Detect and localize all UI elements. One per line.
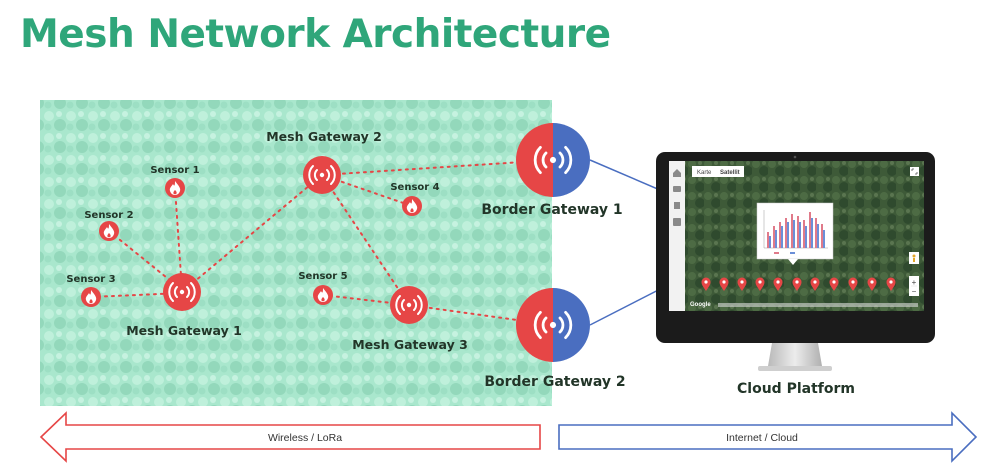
tab-map[interactable]: Karte <box>697 170 712 176</box>
fullscreen-icon <box>911 168 918 175</box>
map-type-tabs <box>692 166 744 177</box>
google-logo: Google <box>690 302 711 308</box>
forest-background <box>40 100 552 406</box>
zoom-in-icon[interactable]: + <box>912 278 917 287</box>
map-icon <box>674 202 680 209</box>
map-attribution-bar <box>718 303 918 307</box>
screen-sidebar <box>669 161 685 311</box>
border-gateway-2-label: Border Gateway 2 <box>484 374 625 390</box>
popup-chart <box>756 202 834 265</box>
link-meshgw2-meshgw3 <box>321 174 410 306</box>
link-meshgw1-meshgw2 <box>181 174 323 293</box>
sensor-1: Sensor 1 <box>150 165 200 198</box>
sensor-5-label: Sensor 5 <box>298 271 347 282</box>
link-sensor1-meshgw1 <box>174 187 183 291</box>
chat-icon <box>673 186 681 192</box>
mesh-gateway-1-label: Mesh Gateway 1 <box>126 323 242 338</box>
sensor-1-label: Sensor 1 <box>150 165 199 176</box>
mesh-gateway-3: Mesh Gateway 3 <box>352 286 468 352</box>
diagram-title: Mesh Network Architecture <box>20 12 611 57</box>
sensor-2: Sensor 2 <box>84 210 134 241</box>
mesh-gateway-2: Mesh Gateway 2 <box>266 129 382 194</box>
sensor-3: Sensor 3 <box>66 274 116 307</box>
internet-arrow-label: Internet / Cloud <box>726 432 798 444</box>
home-icon <box>673 169 681 177</box>
monitor-stand <box>768 343 822 366</box>
cloud-platform-monitor: Karte Satellit <box>656 152 935 397</box>
wireless-arrow: Wireless / LoRa <box>39 411 541 463</box>
mesh-gateway-2-label: Mesh Gateway 2 <box>266 129 382 144</box>
sensor-5: Sensor 5 <box>298 271 348 305</box>
sensor-3-label: Sensor 3 <box>66 274 115 285</box>
tab-satellite[interactable]: Satellit <box>720 170 740 176</box>
zoom-out-icon[interactable]: − <box>912 287 917 296</box>
image-icon <box>673 218 681 226</box>
sensor-2-label: Sensor 2 <box>84 210 133 221</box>
monitor-base <box>758 366 832 371</box>
mesh-gateway-3-label: Mesh Gateway 3 <box>352 337 468 352</box>
link-sensor3-meshgw1 <box>90 292 183 298</box>
pegman-icon <box>912 254 916 258</box>
sensor-4: Sensor 4 <box>390 182 440 216</box>
mesh-gateway-1: Mesh Gateway 1 <box>126 273 242 338</box>
camera-dot <box>793 155 797 159</box>
screen-sidebar-icons <box>673 169 681 226</box>
sensor-4-label: Sensor 4 <box>390 182 439 193</box>
wireless-arrow-label: Wireless / LoRa <box>268 432 342 444</box>
border-gateway-1-label: Border Gateway 1 <box>481 202 622 218</box>
internet-arrow: Internet / Cloud <box>558 411 978 463</box>
fullscreen-button[interactable] <box>910 167 919 176</box>
cloud-platform-label: Cloud Platform <box>737 381 855 397</box>
